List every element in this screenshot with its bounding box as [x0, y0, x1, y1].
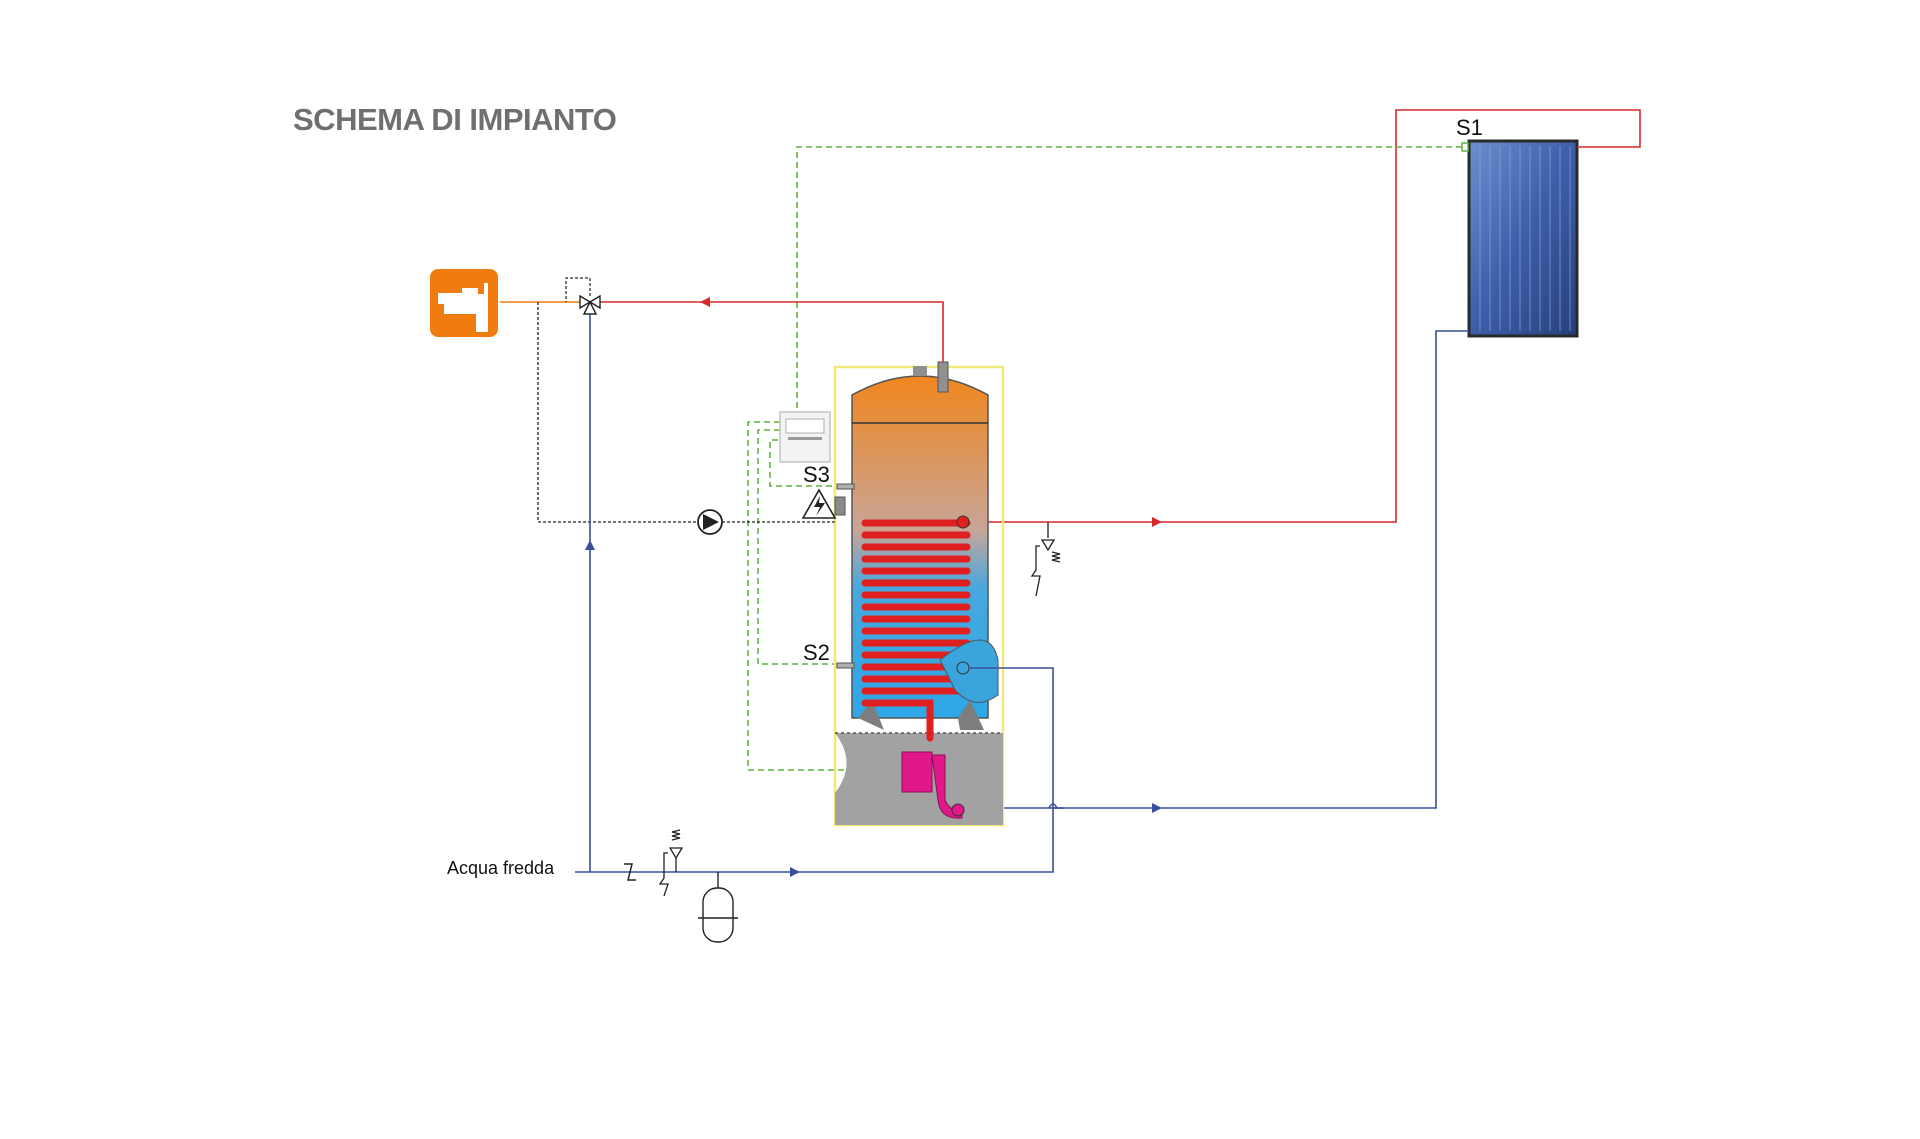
- sensor-s2-probe: [836, 662, 855, 669]
- electric-heater: [901, 751, 965, 819]
- flow-arrow: [1152, 803, 1162, 813]
- mixing-valve-icon: [565, 277, 601, 315]
- solar-return-line: [948, 330, 1469, 809]
- sensor-s3-label: S3: [803, 462, 830, 487]
- page-title: SCHEMA DI IMPIANTO: [293, 102, 617, 137]
- sensor-s2-label: S2: [803, 640, 830, 665]
- flow-arrow: [1152, 517, 1162, 527]
- flow-arrow: [790, 867, 800, 877]
- solar-panel-icon: [1461, 139, 1579, 338]
- sensor-signal-lines: [747, 146, 1462, 771]
- cold-water-label: Acqua fredda: [447, 858, 555, 878]
- expansion-vessel-icon: [698, 872, 738, 943]
- hot-water-line: [598, 301, 944, 362]
- flow-arrow: [700, 297, 710, 307]
- controller-icon: [779, 411, 831, 463]
- safety-valve-icon: [1030, 522, 1061, 597]
- safety-valve-icon: [658, 829, 684, 897]
- recirculation-line: [537, 302, 835, 523]
- solar-hot-line: [958, 109, 1641, 523]
- cold-water-line: [575, 314, 1064, 873]
- tap-icon: [430, 269, 498, 337]
- sensor-s3-probe: [836, 483, 855, 490]
- electric-warning-icon: [801, 488, 837, 519]
- pump-icon: [697, 509, 723, 535]
- sensor-s1-label: S1: [1456, 115, 1483, 140]
- check-valve-icon: [624, 863, 636, 881]
- flow-arrow: [585, 540, 595, 550]
